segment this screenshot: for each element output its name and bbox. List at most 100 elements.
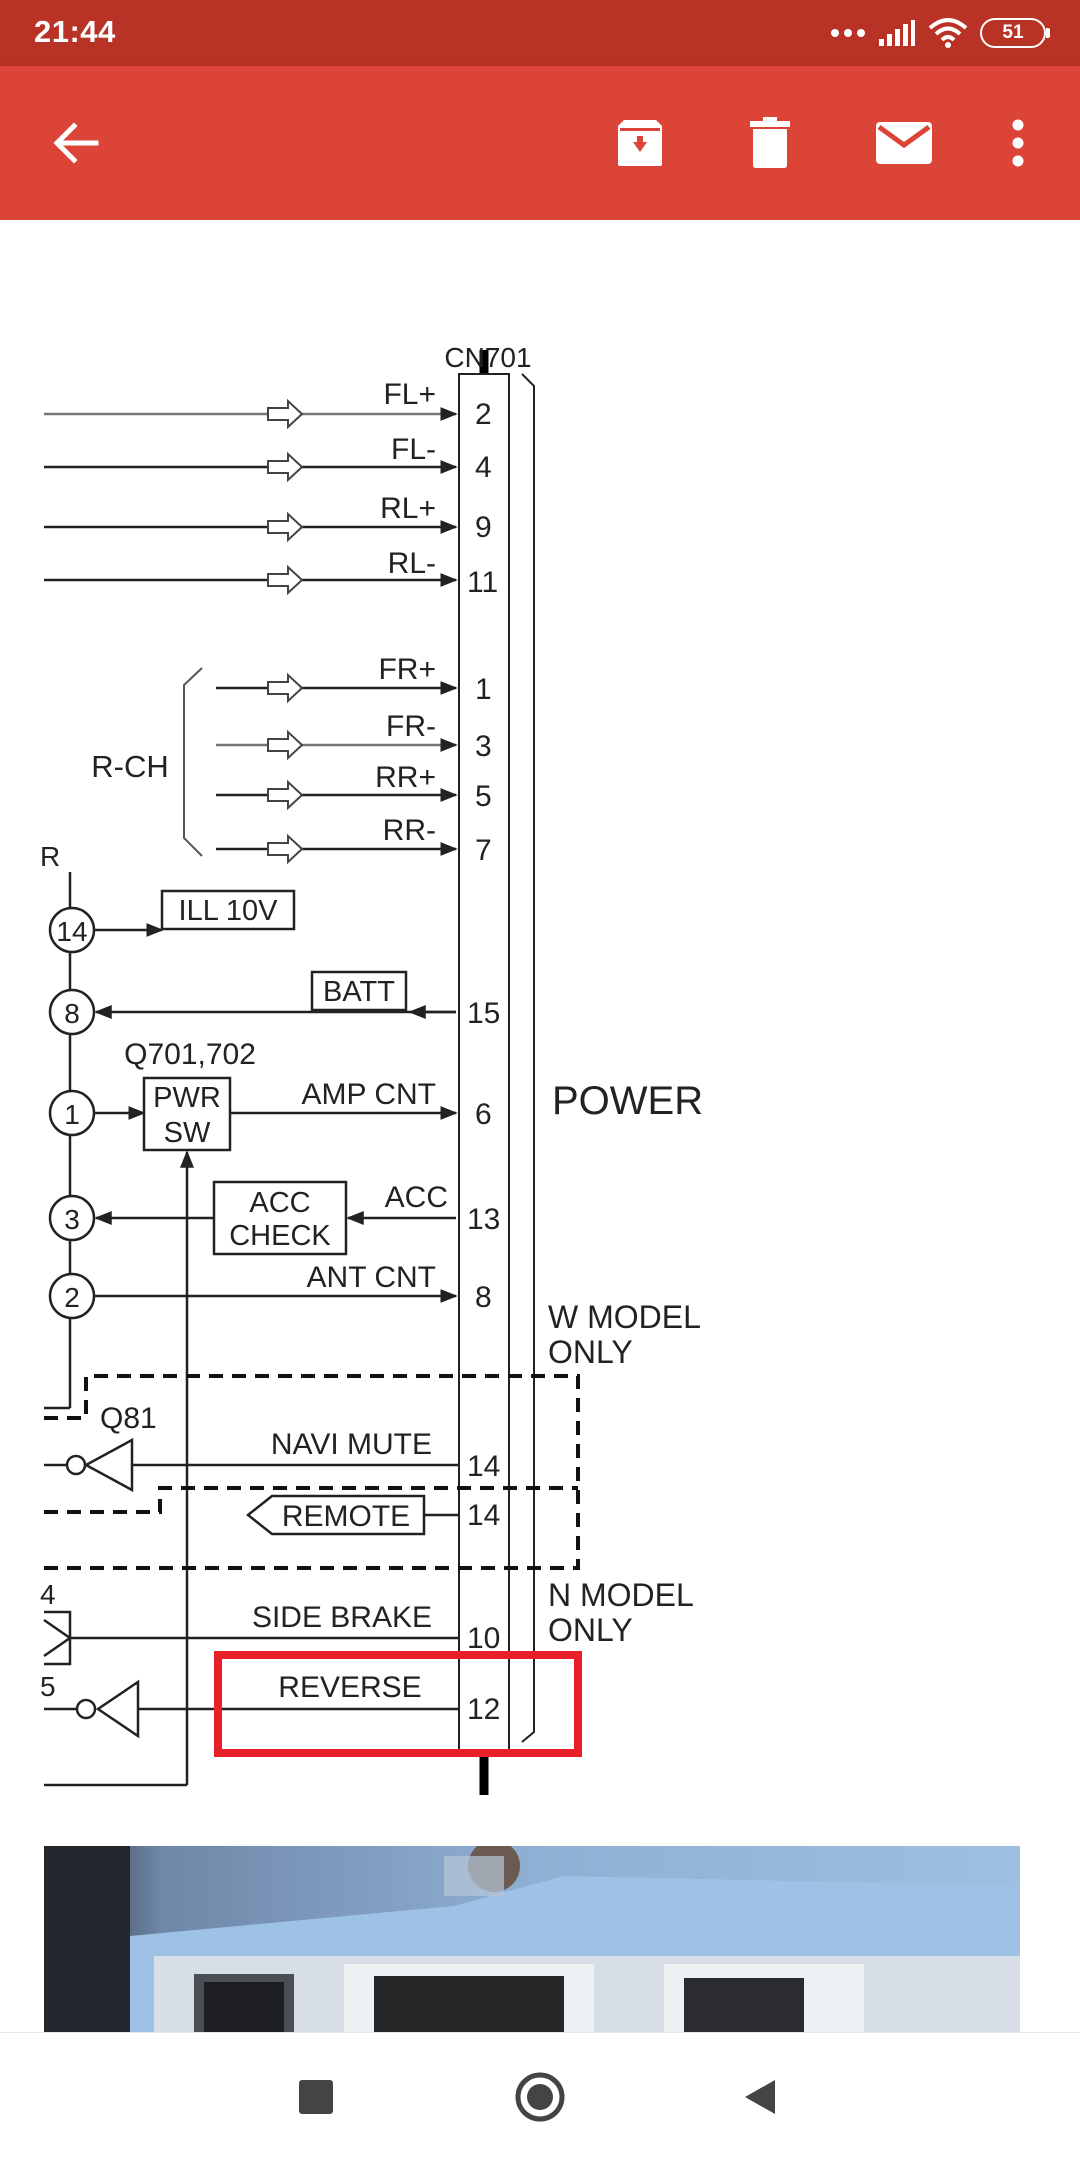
r-ch-label: R-CH (91, 749, 169, 784)
pin-15: 15 (467, 997, 500, 1030)
pin-9: 9 (475, 511, 492, 544)
system-nav-bar (0, 2032, 1080, 2161)
pin-13: 13 (467, 1203, 500, 1236)
pin-6: 6 (475, 1098, 492, 1131)
more-options-button[interactable] (990, 66, 1046, 220)
circle-home-icon (515, 2072, 565, 2122)
fr-plus-line: FR+ 1 (216, 653, 492, 706)
archive-button[interactable] (600, 66, 680, 220)
pin-14-navi: 14 (467, 1450, 500, 1483)
side-brake-label: SIDE BRAKE (252, 1601, 432, 1634)
rl-plus-line: RL+ 9 (44, 492, 492, 544)
rl-plus-label: RL+ (380, 492, 436, 525)
wiring-schematic-image: CN701 FL+ 2 FL- 4 RL+ 9 RL- 11 R-CH (40, 342, 703, 1795)
r-ch-brace (183, 667, 203, 857)
triangle-back-icon (745, 2080, 775, 2114)
remote-label: REMOTE (282, 1500, 410, 1533)
cut-label-5: 5 (40, 1671, 56, 1702)
fr-plus-label: FR+ (378, 653, 436, 686)
w-model-line1: W MODEL (548, 1299, 701, 1335)
connector-photo-image (44, 1846, 1020, 2032)
amp-cnt-label: AMP CNT (302, 1078, 436, 1111)
mail-icon (876, 122, 932, 164)
signal-icon (879, 20, 915, 46)
archive-icon (618, 120, 662, 166)
rl-minus-line: RL- 11 (44, 547, 498, 599)
fl-plus-label: FL+ (383, 378, 436, 411)
pin-5: 5 (475, 780, 492, 813)
node-3-acc (48, 1194, 96, 1242)
connector-photo[interactable] (44, 1846, 1020, 2032)
connector-body (458, 373, 510, 1757)
pwr-sw-box (142, 1076, 232, 1152)
pin-1: 1 (475, 673, 492, 706)
reverse-highlight-box (214, 1651, 582, 1757)
acc-check-box (212, 1180, 348, 1256)
rr-plus-line: RR+ 5 (216, 761, 492, 813)
recents-button[interactable] (246, 2033, 386, 2161)
status-time: 21:44 (34, 14, 116, 49)
pwr-sw-line2: SW (164, 1117, 211, 1149)
acc-check-line2: CHECK (229, 1220, 331, 1252)
pin-2: 2 (475, 398, 492, 431)
battery-icon: 51 (980, 18, 1050, 48)
w-model-line2: ONLY (548, 1334, 633, 1370)
batt-label: BATT (323, 976, 395, 1008)
more-dots-icon (831, 29, 865, 37)
status-icons: 51 (830, 12, 1050, 54)
q701-label: Q701,702 (124, 1038, 256, 1071)
back-nav-button[interactable] (690, 2033, 830, 2161)
fl-minus-label: FL- (391, 433, 436, 466)
delete-button[interactable] (730, 66, 810, 220)
node-2-label: 2 (64, 1282, 80, 1313)
pin-12: 12 (467, 1693, 500, 1726)
connector-bracket (521, 373, 535, 1743)
delete-icon (750, 117, 790, 168)
acc-label: ACC (385, 1181, 448, 1214)
ill-10v-label: ILL 10V (179, 895, 279, 927)
pin-8: 8 (475, 1281, 492, 1314)
wifi-icon (928, 18, 968, 48)
mark-unread-button[interactable] (862, 66, 946, 220)
pin-14-remote: 14 (467, 1499, 500, 1532)
fl-plus-line: FL+ 2 (44, 378, 492, 431)
cut-label-4: 4 (40, 1579, 56, 1610)
battery-level: 51 (1002, 22, 1024, 43)
email-body: CN701 FL+ 2 FL- 4 RL+ 9 RL- 11 R-CH (0, 220, 1080, 2032)
rl-minus-label: RL- (388, 547, 436, 580)
pwr-sw-line1: PWR (153, 1082, 221, 1114)
node-8-batt (48, 988, 96, 1036)
pin-7: 7 (475, 834, 492, 867)
ill-10v-box (160, 889, 296, 931)
fr-minus-line: FR- 3 (216, 710, 492, 763)
more-vert-icon (1012, 119, 1024, 167)
cut-label-r: R (40, 841, 60, 872)
square-recents-icon (299, 2080, 333, 2114)
home-button[interactable] (470, 2033, 610, 2161)
node-8-label: 8 (64, 998, 80, 1029)
power-label: POWER (552, 1079, 703, 1123)
batt-box (310, 970, 408, 1012)
connector-label: CN701 (444, 342, 531, 373)
n-model-line2: ONLY (548, 1612, 633, 1648)
acc-check-line1: ACC (249, 1187, 310, 1219)
q81-label: Q81 (100, 1402, 157, 1435)
status-bar: 21:44 51 (0, 0, 1080, 66)
back-button[interactable] (34, 66, 118, 220)
node-3-label: 3 (64, 1204, 80, 1235)
arrow-left-icon (53, 122, 99, 164)
reverse-label: REVERSE (278, 1671, 421, 1704)
rr-plus-label: RR+ (375, 761, 436, 794)
remote-tag (245, 1494, 426, 1536)
fl-minus-line: FL- 4 (44, 433, 492, 484)
fr-minus-label: FR- (386, 710, 436, 743)
ant-cnt-label: ANT CNT (307, 1261, 436, 1294)
navi-mute-label: NAVI MUTE (271, 1428, 432, 1461)
pin-11: 11 (467, 566, 498, 599)
node-1-label: 1 (64, 1099, 80, 1130)
rr-minus-line: RR- 7 (216, 814, 492, 867)
pin-10: 10 (467, 1622, 500, 1655)
q81-buffer (83, 1437, 134, 1493)
pin-3: 3 (475, 730, 492, 763)
rr-minus-label: RR- (383, 814, 436, 847)
